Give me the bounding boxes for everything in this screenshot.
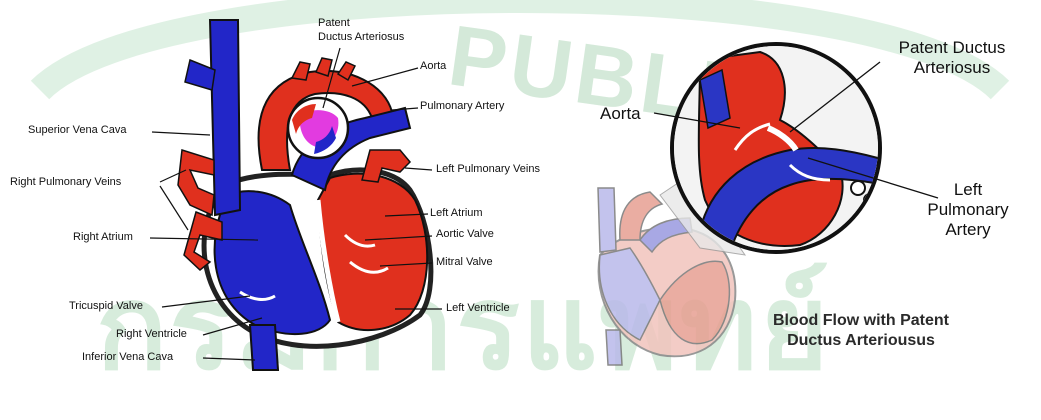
label-left-ventricle: Left Ventricle xyxy=(446,302,510,314)
label-right-atrium: Right Atrium xyxy=(73,231,133,243)
leader-svc xyxy=(152,132,210,135)
label-right-pulmonary-veins: Right Pulmonary Veins xyxy=(10,176,121,188)
caption-line-1: Blood Flow with Patent xyxy=(716,311,1006,331)
leader-aorta xyxy=(352,68,418,86)
leader-lpv xyxy=(405,168,432,170)
caption-line-2: Ductus Arteriousus xyxy=(716,331,1006,351)
label-left-pulmonary-veins: Left Pulmonary Veins xyxy=(436,163,540,175)
label-superior-vena-cava: Superior Vena Cava xyxy=(28,124,126,136)
watermark-seal-arc xyxy=(40,0,1000,90)
label-patent-ductus-left: Patent Ductus Arteriosus xyxy=(318,16,434,44)
inferior-vena-cava xyxy=(250,325,278,370)
label-right-ventricle: Right Ventricle xyxy=(116,328,187,340)
diagram-caption: Blood Flow with Patent Ductus Arteriousu… xyxy=(716,311,1006,351)
label-left-pulmonary-artery: Left Pulmonary Artery xyxy=(918,180,1018,240)
label-mitral-valve: Mitral Valve xyxy=(436,256,493,268)
label-pulmonary-artery-left: Pulmonary Artery xyxy=(420,100,504,112)
label-aorta-left: Aorta xyxy=(420,60,446,72)
left-heart-illustration xyxy=(178,20,431,370)
small-svc xyxy=(598,188,616,252)
leader-ivc xyxy=(203,358,255,360)
mag-vessel-end-1 xyxy=(851,181,865,195)
superior-vena-cava xyxy=(210,20,240,215)
label-left-atrium: Left Atrium xyxy=(430,207,483,219)
label-aorta-right: Aorta xyxy=(600,104,641,124)
label-patent-ductus-right: Patent Ductus Arteriosus xyxy=(882,38,1022,78)
pda-heart-diagram: PUBLIC กรมการแพทย์ xyxy=(0,0,1041,379)
label-inferior-vena-cava: Inferior Vena Cava xyxy=(82,351,173,363)
right-pulmonary-veins xyxy=(178,150,214,215)
aortic-branch-1 xyxy=(292,62,310,80)
small-ivc xyxy=(606,330,622,365)
label-tricuspid-valve: Tricuspid Valve xyxy=(69,300,143,312)
label-aortic-valve: Aortic Valve xyxy=(436,228,494,240)
magnified-detail xyxy=(670,44,885,254)
